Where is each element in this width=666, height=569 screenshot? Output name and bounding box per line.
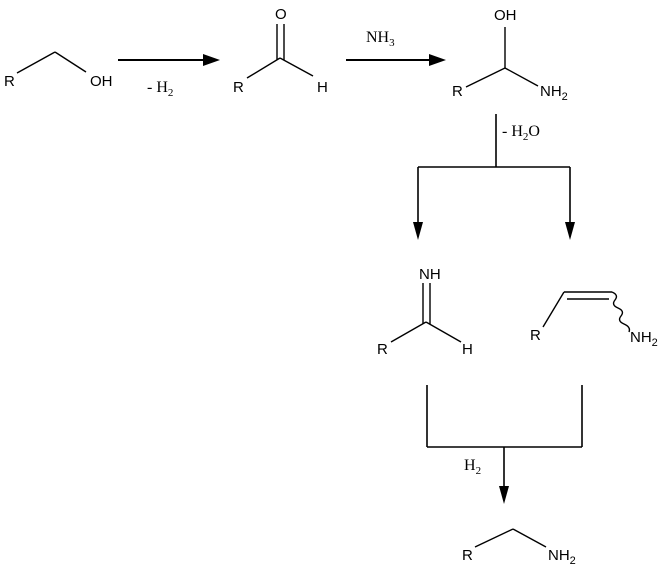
enamine-r-label: R [530,327,541,344]
imine-h-label: H [462,341,473,358]
imine-nh-label: NH [419,266,441,283]
bond [246,57,281,79]
arrow-dehydrogenation [118,54,220,66]
bond [16,51,56,74]
imine-r-label: R [377,341,388,358]
reagent-nh3: NH3 [366,29,395,49]
hemiaminal-molecule: OH R NH2 [452,7,568,103]
alcohol-r-label: R [4,73,15,90]
reagent-minus-h2o: - H2O [502,123,540,143]
aldehyde-r-label: R [233,79,244,96]
amine-r-label: R [462,547,473,564]
alcohol-molecule: R OH [4,51,113,90]
bond [279,57,314,77]
bond [465,67,506,88]
bond [474,528,514,548]
amine-nh2-label: NH2 [548,547,576,567]
aldehyde-h-label: H [317,79,328,96]
enamine-nh2-label: NH2 [630,329,658,349]
bond [390,321,427,343]
reagent-minus-h2: - H2 [147,79,173,99]
split-arrow-dehydration [413,114,575,240]
bond [504,67,539,87]
imine-molecule: NH R H [377,266,473,358]
hemiaminal-r-label: R [452,83,463,100]
bond [542,291,565,328]
hemiaminal-oh-label: OH [494,7,517,24]
alcohol-oh-label: OH [90,73,113,90]
reagent-h2: H2 [464,457,481,477]
aldehyde-molecule: O R H [233,6,328,96]
merge-arrow-hydrogenation [426,385,583,504]
bond [54,51,87,73]
amine-molecule: R NH2 [462,528,576,567]
bond [512,528,547,548]
arrow-ammonia-addition [346,54,446,66]
bond [425,321,462,343]
hemiaminal-nh2-label: NH2 [540,83,568,103]
aldehyde-o-label: O [275,6,287,23]
wavy-bond [611,291,631,333]
enamine-molecule: R NH2 [530,291,658,349]
